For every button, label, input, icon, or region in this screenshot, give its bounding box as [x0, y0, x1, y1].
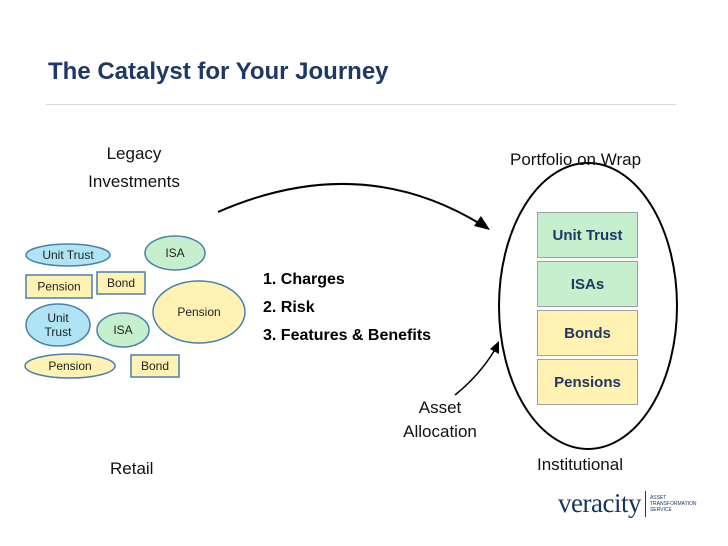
- criteria-risk: 2. Risk: [263, 299, 315, 316]
- asset-allocation-line2: Allocation: [403, 422, 477, 441]
- bubble-bond-box: [96, 271, 146, 295]
- veracity-logo: veracity ASSET TRANSFORMATION SERVICE: [558, 488, 697, 519]
- allocation-arrowhead: [490, 341, 499, 354]
- logo-tag-line3: SERVICE: [649, 506, 672, 513]
- bubble-isa-label: ISA: [165, 246, 184, 260]
- stack-bonds: Bonds: [537, 310, 638, 356]
- bubble-unit-trust-small-label: Trust: [45, 325, 73, 339]
- bubble-unit-trust-small-label: Unit: [47, 311, 69, 325]
- title-divider: [46, 104, 676, 105]
- bubble-unit-trust-small: [25, 303, 91, 347]
- legacy-investments-label: Legacy Investments: [78, 140, 190, 196]
- allocation-arrow: [454, 347, 497, 396]
- asset-allocation-label: Asset Allocation: [392, 396, 488, 444]
- bubble-pension-large-label: Pension: [177, 305, 220, 319]
- bubble-bond-box-2-label: Bond: [141, 359, 169, 373]
- bubble-bond-box-label: Bond: [107, 276, 135, 290]
- bubble-pension-box-label: Pension: [37, 280, 80, 294]
- stack-unit-trust: Unit Trust: [537, 212, 638, 258]
- logo-tag-line2: TRANSFORMATION: [649, 500, 697, 507]
- asset-allocation-line1: Asset: [418, 398, 462, 417]
- bubble-pension-oval: [24, 353, 116, 379]
- retail-label: Retail: [110, 459, 154, 478]
- portfolio-wrap-oval: [498, 162, 678, 450]
- logo-divider: [644, 490, 646, 517]
- stack-isas: ISAs: [537, 261, 638, 307]
- bubble-isa: [144, 235, 206, 271]
- portfolio-on-wrap-label: Portfolio on Wrap: [510, 150, 642, 169]
- criteria-features-benefits: 3. Features & Benefits: [263, 327, 432, 344]
- stack-pensions: Pensions: [537, 359, 638, 405]
- bubble-pension-large: [152, 280, 246, 344]
- legacy-label-line1: Legacy: [106, 144, 162, 163]
- selection-criteria-list: 1. Charges 2. Risk 3. Features & Benefit…: [263, 266, 431, 350]
- logo-wordmark: veracity: [558, 488, 641, 518]
- bubble-isa-small-label: ISA: [113, 323, 132, 337]
- bubble-pension-oval-label: Pension: [48, 359, 91, 373]
- logo-tagline: ASSET TRANSFORMATION SERVICE: [650, 495, 697, 513]
- bubble-pension-box: [25, 274, 93, 299]
- criteria-charges: 1. Charges: [263, 271, 345, 288]
- journey-arrow: [217, 182, 483, 226]
- bubble-bond-box-2: [130, 354, 180, 378]
- legacy-label-line2: Investments: [88, 172, 180, 191]
- bubble-unit-trust-label: Unit Trust: [42, 248, 94, 262]
- institutional-label: Institutional: [537, 455, 623, 474]
- bubble-unit-trust: [25, 243, 111, 267]
- journey-arrowhead: [474, 216, 490, 230]
- logo-tag-line1: ASSET: [649, 494, 667, 501]
- bubble-isa-small: [96, 312, 150, 348]
- page-title: The Catalyst for Your Journey: [48, 58, 389, 85]
